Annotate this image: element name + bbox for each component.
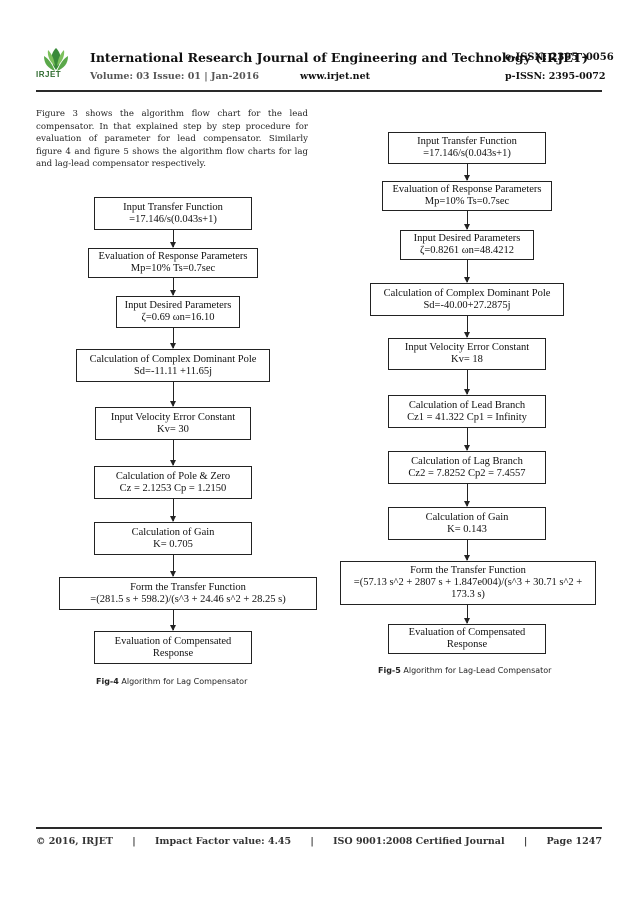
step-value: Sd=-40.00+27.2875j bbox=[423, 299, 511, 311]
e-issn: e-ISSN: 2395 -0056 bbox=[505, 52, 614, 63]
footer-separator: | bbox=[132, 836, 136, 847]
caption-label: Fig-5 bbox=[378, 666, 401, 675]
step-value: Kv= 18 bbox=[451, 354, 483, 365]
step-value: Kv= 30 bbox=[157, 423, 189, 435]
fig5-arrow-7 bbox=[464, 484, 470, 507]
step-title: Input Velocity Error Constant bbox=[110, 411, 236, 423]
fig4-caption: Fig-4 Algorithm for Lag Compensator bbox=[96, 677, 247, 686]
step-value: K= 0.705 bbox=[153, 538, 193, 550]
journal-title: International Research Journal of Engine… bbox=[90, 50, 589, 65]
fig4-arrow-4 bbox=[170, 382, 176, 407]
footer-separator: | bbox=[310, 836, 314, 847]
step-value: Cz2 = 7.8252 Cp2 = 7.4557 bbox=[408, 467, 526, 479]
step-value: Response bbox=[446, 639, 488, 650]
footer-separator: | bbox=[523, 836, 528, 847]
step-title: Calculation of Pole & Zero bbox=[115, 470, 231, 482]
step-title: Input Desired Parameters bbox=[124, 300, 232, 311]
fig4-step-8: Form the Transfer Function=(281.5 s + 59… bbox=[59, 577, 317, 610]
caption-text: Algorithm for Lag Compensator bbox=[118, 677, 248, 686]
footer: © 2016, IRJET | Impact Factor value: 4.4… bbox=[36, 836, 602, 847]
volume-issue: Volume: 03 Issue: 01 | Jan-2016 bbox=[90, 71, 259, 82]
step-value: Mp=10% Ts=0.7sec bbox=[424, 196, 510, 207]
step-value: =17.146/s(0.043s+1) bbox=[423, 148, 511, 159]
fig5-arrow-3 bbox=[464, 260, 470, 283]
fig4-arrow-8 bbox=[170, 610, 176, 631]
step-title: Evaluation of Response Parameters bbox=[98, 251, 248, 262]
fig5-arrow-9 bbox=[464, 605, 470, 624]
footer-divider bbox=[36, 827, 602, 829]
fig4-arrow-3 bbox=[170, 328, 176, 349]
step-value: ζ=0.69 ωn=16.10 bbox=[141, 312, 215, 323]
fig5-arrow-8 bbox=[464, 540, 470, 561]
fig5-caption: Fig-5 Algorithm for Lag-Lead Compensator bbox=[378, 666, 551, 675]
step-value: Mp=10% Ts=0.7sec bbox=[130, 263, 216, 274]
step-title: Evaluation of Compensated bbox=[114, 635, 232, 647]
step-title: Evaluation of Compensated bbox=[408, 627, 526, 638]
fig4-arrow-6 bbox=[170, 499, 176, 522]
step-value: =(57.13 s^2 + 2807 s + 1.847e004)/(s^3 +… bbox=[353, 577, 583, 600]
step-title: Form the Transfer Function bbox=[410, 565, 526, 576]
step-title: Calculation of Lag Branch bbox=[411, 455, 523, 467]
step-title: Calculation of Complex Dominant Pole bbox=[383, 287, 551, 299]
step-title: Input Transfer Function bbox=[123, 201, 223, 213]
header-divider bbox=[36, 90, 602, 92]
step-title: Calculation of Gain bbox=[131, 526, 215, 538]
step-title: Form the Transfer Function bbox=[130, 581, 246, 593]
footer-impact-factor: Impact Factor value: 4.45 bbox=[154, 836, 292, 847]
step-title: Input Velocity Error Constant bbox=[404, 342, 530, 353]
p-issn: p-ISSN: 2395-0072 bbox=[505, 71, 606, 82]
footer-iso: ISO 9001:2008 Certified Journal bbox=[333, 836, 505, 847]
fig5-arrow-6 bbox=[464, 428, 470, 451]
step-title: Calculation of Complex Dominant Pole bbox=[89, 353, 257, 365]
step-value: =(281.5 s + 598.2)/(s^3 + 24.46 s^2 + 28… bbox=[90, 593, 286, 605]
step-value: K= 0.143 bbox=[447, 523, 487, 535]
fig4-arrow-1 bbox=[170, 230, 176, 248]
caption-text: Algorithm for Lag-Lead Compensator bbox=[400, 666, 552, 675]
step-value: Sd=-11.11 +11.65j bbox=[133, 365, 213, 377]
step-title: Input Transfer Function bbox=[417, 136, 517, 147]
fig5-step-9: Form the Transfer Function=(57.13 s^2 + … bbox=[340, 561, 596, 605]
step-value: Cz = 2.1253 Cp = 1.2150 bbox=[119, 482, 227, 494]
caption-label: Fig-4 bbox=[96, 677, 119, 686]
step-value: =17.146/s(0.043s+1) bbox=[129, 213, 217, 225]
website-link[interactable]: www.irjet.net bbox=[300, 71, 371, 82]
fig5-step-1: Input Transfer Function=17.146/s(0.043s+… bbox=[388, 132, 546, 164]
step-value: ζ=0.8261 ωn=48.4212 bbox=[420, 245, 514, 256]
fig5-arrow-2 bbox=[464, 211, 470, 230]
fig4-arrow-7 bbox=[170, 555, 176, 577]
fig5-arrow-4 bbox=[464, 316, 470, 338]
step-title: Calculation of Lead Branch bbox=[408, 399, 526, 411]
fig5-arrow-5 bbox=[464, 370, 470, 395]
step-value: Response bbox=[152, 647, 194, 659]
step-title: Evaluation of Response Parameters bbox=[392, 184, 542, 195]
logo-text: IRJET bbox=[36, 70, 62, 79]
fig4-step-1: Input Transfer Function=17.146/s(0.043s+… bbox=[94, 197, 252, 230]
step-title: Calculation of Gain bbox=[425, 511, 509, 523]
footer-page-number: Page 1247 bbox=[546, 836, 602, 847]
fig4-arrow-5 bbox=[170, 440, 176, 466]
fig4-arrow-2 bbox=[170, 278, 176, 296]
irjet-logo-icon bbox=[44, 48, 68, 71]
footer-copyright: © 2016, IRJET bbox=[36, 836, 114, 847]
step-title: Input Desired Parameters bbox=[413, 233, 521, 244]
fig5-arrow-1 bbox=[464, 164, 470, 181]
body-paragraph: Figure 3 shows the algorithm flow chart … bbox=[36, 109, 308, 169]
step-value: Cz1 = 41.322 Cp1 = Infinity bbox=[407, 411, 527, 423]
